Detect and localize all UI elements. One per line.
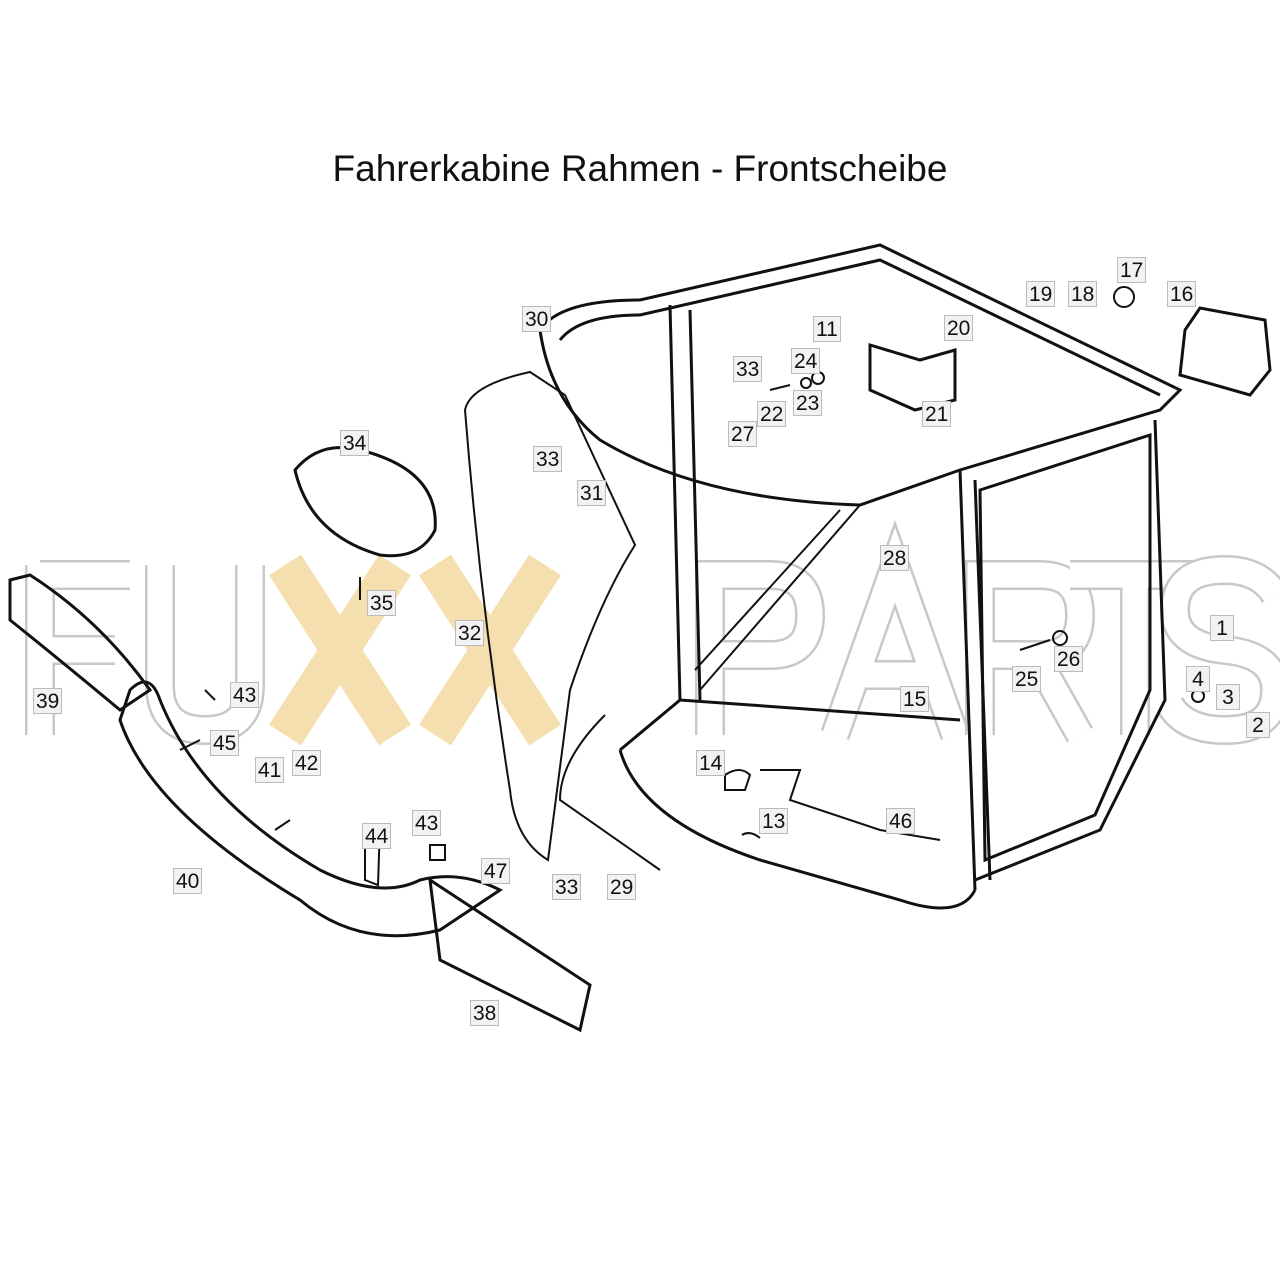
bottom-panel <box>428 876 592 1033</box>
part-label-13: 13 <box>759 808 789 834</box>
part-label-4: 4 <box>1186 666 1210 692</box>
part-label-35: 35 <box>367 590 397 616</box>
bracket <box>868 342 957 412</box>
part-label-44: 44 <box>362 823 392 849</box>
part-label-45: 45 <box>210 730 240 756</box>
part-label-32: 32 <box>455 620 485 646</box>
part-label-24: 24 <box>791 348 821 374</box>
part-label-33: 33 <box>552 874 582 900</box>
watermark-letter <box>1157 554 1280 746</box>
part-label-16: 16 <box>1167 281 1197 307</box>
part-label-21: 21 <box>922 401 952 427</box>
part-label-23: 23 <box>793 390 823 416</box>
part-label-25: 25 <box>1012 666 1042 692</box>
diagram-title: Fahrerkabine Rahmen - Frontscheibe <box>332 148 948 189</box>
part-label-47: 47 <box>481 858 511 884</box>
cab-floor <box>618 698 977 910</box>
cab-door-frame <box>978 432 1152 863</box>
part-label-26: 26 <box>1054 646 1084 672</box>
part-label-17: 17 <box>1117 257 1147 283</box>
seal-strip <box>558 714 661 871</box>
part-label-43: 43 <box>230 682 260 708</box>
part-label-28: 28 <box>880 545 910 571</box>
part-label-31: 31 <box>577 480 607 506</box>
part-label-41: 41 <box>255 757 285 783</box>
mirror <box>293 446 437 558</box>
front-bumper <box>118 680 503 938</box>
part-label-27: 27 <box>728 421 758 447</box>
part-label-14: 14 <box>696 750 726 776</box>
part-label-33: 33 <box>733 356 763 382</box>
part-label-33: 33 <box>533 446 563 472</box>
part-label-34: 34 <box>340 430 370 456</box>
part-label-11: 11 <box>813 316 841 342</box>
part-label-46: 46 <box>886 808 916 834</box>
part-label-20: 20 <box>944 315 974 341</box>
part-label-43: 43 <box>412 810 442 836</box>
cab-roof-frame <box>538 243 1183 507</box>
bulb <box>1113 286 1135 308</box>
part-label-40: 40 <box>173 868 203 894</box>
windshield <box>463 370 637 862</box>
part-label-18: 18 <box>1068 281 1098 307</box>
part-label-2: 2 <box>1246 712 1270 738</box>
part-label-15: 15 <box>900 686 930 712</box>
part-label-22: 22 <box>757 401 787 427</box>
part-label-39: 39 <box>33 688 63 714</box>
work-light <box>1178 306 1272 397</box>
part-label-19: 19 <box>1026 281 1056 307</box>
part-label-30: 30 <box>522 306 552 332</box>
part-label-29: 29 <box>607 874 637 900</box>
part-label-3: 3 <box>1216 684 1240 710</box>
part-label-1: 1 <box>1210 615 1234 641</box>
side-panel <box>8 573 153 712</box>
part-label-38: 38 <box>470 1000 500 1026</box>
part-label-42: 42 <box>292 750 322 776</box>
